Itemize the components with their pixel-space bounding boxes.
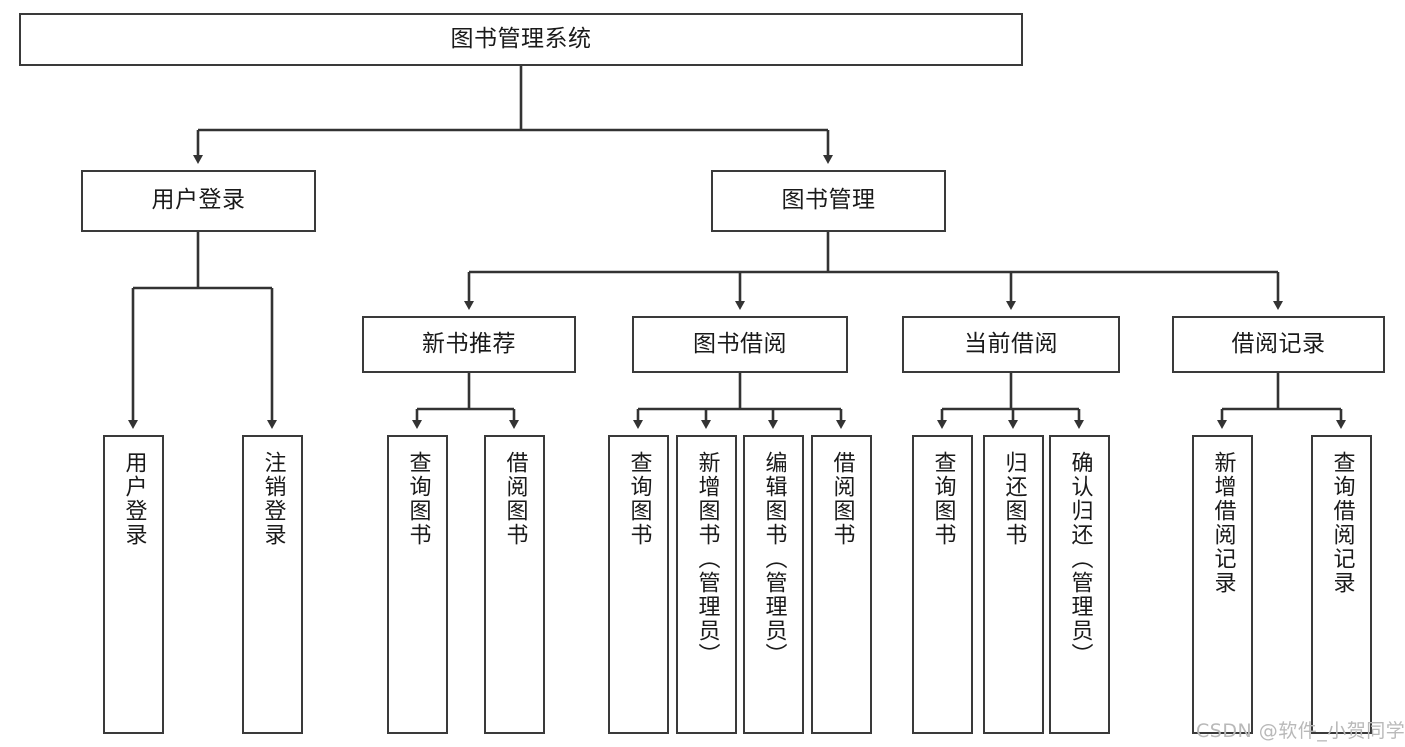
node-new-book-recommend-label: 新书推荐: [422, 330, 516, 357]
node-borrow-records-label: 借阅记录: [1231, 330, 1326, 357]
node-user-login-label: 用户登录: [151, 187, 246, 214]
leaf-borrow-book-label: 借阅图书: [829, 451, 855, 547]
leaf-query-book-current-label: 查询图书: [930, 451, 956, 547]
leaf-add-book-admin-label: 新增图书（管理员）: [694, 451, 720, 667]
leaf-borrow-book-recommend[interactable]: 借阅图书: [484, 435, 545, 734]
leaf-edit-book-admin[interactable]: 编辑图书（管理员）: [743, 435, 804, 734]
watermark: CSDN @软件_小贺同学: [1196, 720, 1405, 742]
leaf-confirm-return-admin[interactable]: 确认归还（管理员）: [1049, 435, 1110, 734]
node-book-borrow-label: 图书借阅: [693, 330, 787, 357]
node-current-borrow-label: 当前借阅: [964, 330, 1058, 357]
leaf-add-book-admin[interactable]: 新增图书（管理员）: [676, 435, 737, 734]
node-current-borrow[interactable]: 当前借阅: [902, 316, 1120, 373]
leaf-edit-book-admin-label: 编辑图书（管理员）: [761, 451, 787, 667]
node-root-label: 图书管理系统: [450, 25, 592, 52]
node-user-login[interactable]: 用户登录: [81, 170, 316, 232]
node-book-borrow[interactable]: 图书借阅: [632, 316, 848, 373]
leaf-user-login[interactable]: 用户登录: [103, 435, 164, 734]
leaf-return-book-label: 归还图书: [1001, 451, 1027, 547]
node-book-management-label: 图书管理: [781, 187, 876, 214]
leaf-query-book-recommend-label: 查询图书: [405, 451, 431, 547]
leaf-add-borrow-record[interactable]: 新增借阅记录: [1192, 435, 1253, 734]
leaf-query-book-recommend[interactable]: 查询图书: [387, 435, 448, 734]
leaf-logout[interactable]: 注销登录: [242, 435, 303, 734]
leaf-user-login-label: 用户登录: [121, 451, 147, 547]
node-root[interactable]: 图书管理系统: [19, 13, 1023, 66]
leaf-return-book[interactable]: 归还图书: [983, 435, 1044, 734]
leaf-borrow-book[interactable]: 借阅图书: [811, 435, 872, 734]
leaf-borrow-book-recommend-label: 借阅图书: [502, 451, 528, 547]
node-new-book-recommend[interactable]: 新书推荐: [362, 316, 576, 373]
leaf-query-book-borrow-label: 查询图书: [626, 451, 652, 547]
leaf-query-borrow-record-label: 查询借阅记录: [1329, 451, 1355, 595]
leaf-logout-label: 注销登录: [260, 451, 286, 547]
leaf-query-borrow-record[interactable]: 查询借阅记录: [1311, 435, 1372, 734]
leaf-query-book-borrow[interactable]: 查询图书: [608, 435, 669, 734]
leaf-confirm-return-admin-label: 确认归还（管理员）: [1067, 451, 1093, 667]
leaf-query-book-current[interactable]: 查询图书: [912, 435, 973, 734]
node-book-management[interactable]: 图书管理: [711, 170, 946, 232]
node-borrow-records[interactable]: 借阅记录: [1172, 316, 1385, 373]
leaf-add-borrow-record-label: 新增借阅记录: [1210, 451, 1236, 595]
